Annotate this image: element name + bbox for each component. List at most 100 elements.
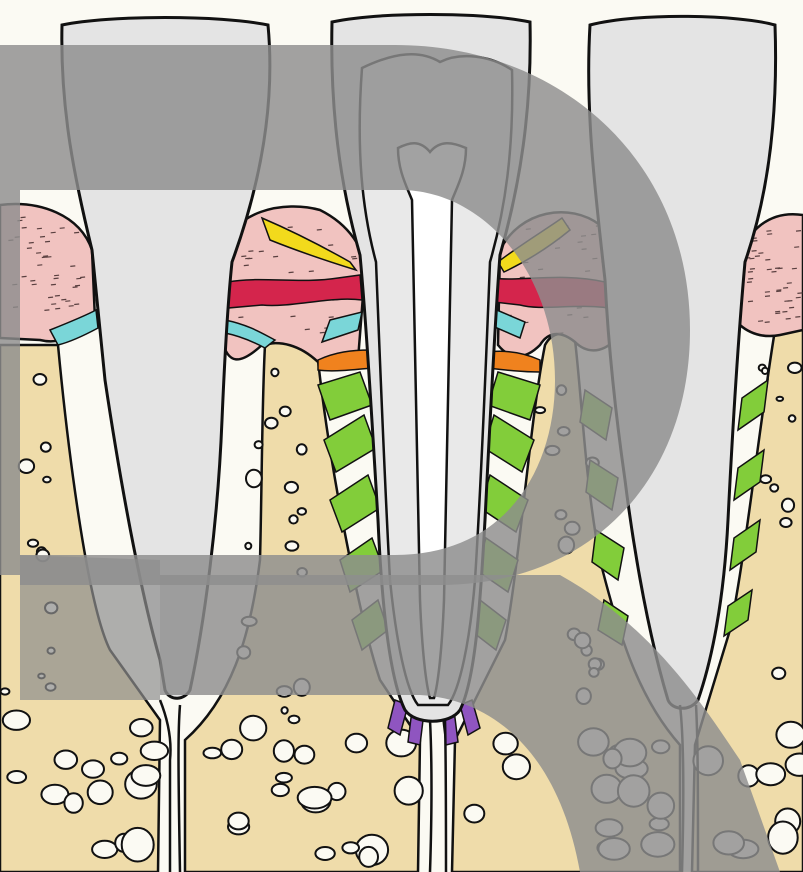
stipple-dash: [796, 231, 801, 232]
stipple-dash: [291, 316, 296, 317]
stipple-dash: [750, 269, 755, 270]
stipple-dash: [352, 258, 357, 259]
stipple-dash: [305, 329, 310, 330]
marrow-space: [246, 470, 262, 487]
stipple-dash: [74, 232, 79, 233]
interdental-canal: [430, 720, 432, 872]
stipple-dash: [789, 307, 794, 308]
marrow-space: [204, 748, 222, 759]
marrow-space: [282, 707, 288, 714]
stipple-dash: [248, 251, 253, 252]
stipple-dash: [51, 284, 56, 285]
stipple-dash: [794, 247, 799, 248]
stipple-dash: [288, 227, 293, 228]
marrow-space: [228, 813, 248, 830]
marrow-space: [298, 787, 332, 809]
stipple-dash: [520, 277, 525, 278]
marrow-space: [255, 441, 263, 448]
marrow-space: [780, 518, 791, 527]
stipple-dash: [54, 275, 59, 276]
stipple-dash: [765, 322, 770, 323]
stipple-dash: [765, 296, 770, 297]
marrow-space: [41, 443, 51, 452]
marrow-space: [760, 475, 771, 483]
marrow-space: [82, 760, 104, 777]
marrow-space: [315, 847, 334, 860]
marrow-space: [43, 477, 51, 483]
stipple-dash: [48, 297, 53, 298]
stipple-dash: [772, 272, 777, 273]
stipple-dash: [22, 228, 27, 229]
marrow-space: [88, 781, 113, 805]
marrow-space: [285, 482, 298, 493]
marrow-space: [122, 828, 154, 862]
stipple-dash: [748, 301, 753, 302]
marrow-space: [130, 719, 153, 736]
stipple-dash: [787, 301, 792, 302]
stipple-dash: [796, 297, 801, 298]
stipple-dash: [76, 278, 81, 279]
marrow-space: [245, 543, 251, 549]
marrow-space: [64, 793, 82, 813]
marrow-space: [271, 369, 278, 377]
stipple-dash: [44, 310, 49, 311]
marrow-space: [786, 754, 803, 776]
marrow-space: [493, 733, 517, 755]
stipple-dash: [37, 265, 42, 266]
marrow-space: [1, 688, 10, 694]
stipple-dash: [244, 265, 249, 266]
marrow-space: [274, 740, 294, 761]
marrow-space: [464, 805, 484, 823]
marrow-space: [28, 540, 38, 547]
stipple-dash: [767, 234, 772, 235]
stipple-dash: [758, 253, 763, 254]
stipple-dash: [70, 266, 75, 267]
marrow-space: [782, 499, 794, 512]
marrow-space: [289, 716, 300, 724]
stipple-dash: [766, 231, 771, 232]
stipple-dash: [75, 285, 80, 286]
stipple-dash: [238, 317, 243, 318]
stipple-dash: [783, 288, 788, 289]
stipple-dash: [259, 251, 264, 252]
stipple-dash: [273, 256, 278, 257]
marrow-space: [342, 842, 359, 853]
stipple-dash: [778, 268, 783, 269]
marrow-space: [221, 740, 242, 759]
interdental-canal: [179, 705, 181, 872]
marrow-space: [776, 722, 803, 748]
marrow-space: [788, 363, 802, 373]
stipple-dash: [775, 313, 780, 314]
stipple-dash: [22, 276, 27, 277]
stipple-dash: [51, 232, 56, 233]
stipple-dash: [748, 279, 753, 280]
stipple-dash: [65, 301, 70, 302]
marrow-space: [359, 847, 378, 867]
stipple-dash: [241, 256, 246, 257]
marrow-space: [55, 751, 78, 769]
stipple-dash: [748, 272, 753, 273]
stipple-dash: [37, 228, 42, 229]
stipple-dash: [776, 291, 781, 292]
stipple-dash: [755, 256, 760, 257]
marrow-space: [3, 711, 30, 730]
marrow-space: [295, 746, 315, 764]
stipple-dash: [786, 319, 791, 320]
stipple-dash: [309, 271, 314, 272]
stipple-dash: [55, 296, 60, 297]
marrow-space: [132, 765, 161, 786]
stipple-dash: [797, 293, 802, 294]
marrow-space: [34, 374, 47, 385]
stipple-dash: [32, 284, 37, 285]
stipple-dash: [765, 260, 770, 261]
marrow-space: [240, 716, 266, 741]
marrow-space: [346, 734, 367, 753]
stipple-dash: [21, 217, 26, 218]
stipple-dash: [758, 321, 763, 322]
marrow-space: [762, 368, 768, 374]
marrow-space: [272, 784, 289, 796]
marrow-space: [297, 444, 307, 454]
stipple-dash: [36, 253, 41, 254]
